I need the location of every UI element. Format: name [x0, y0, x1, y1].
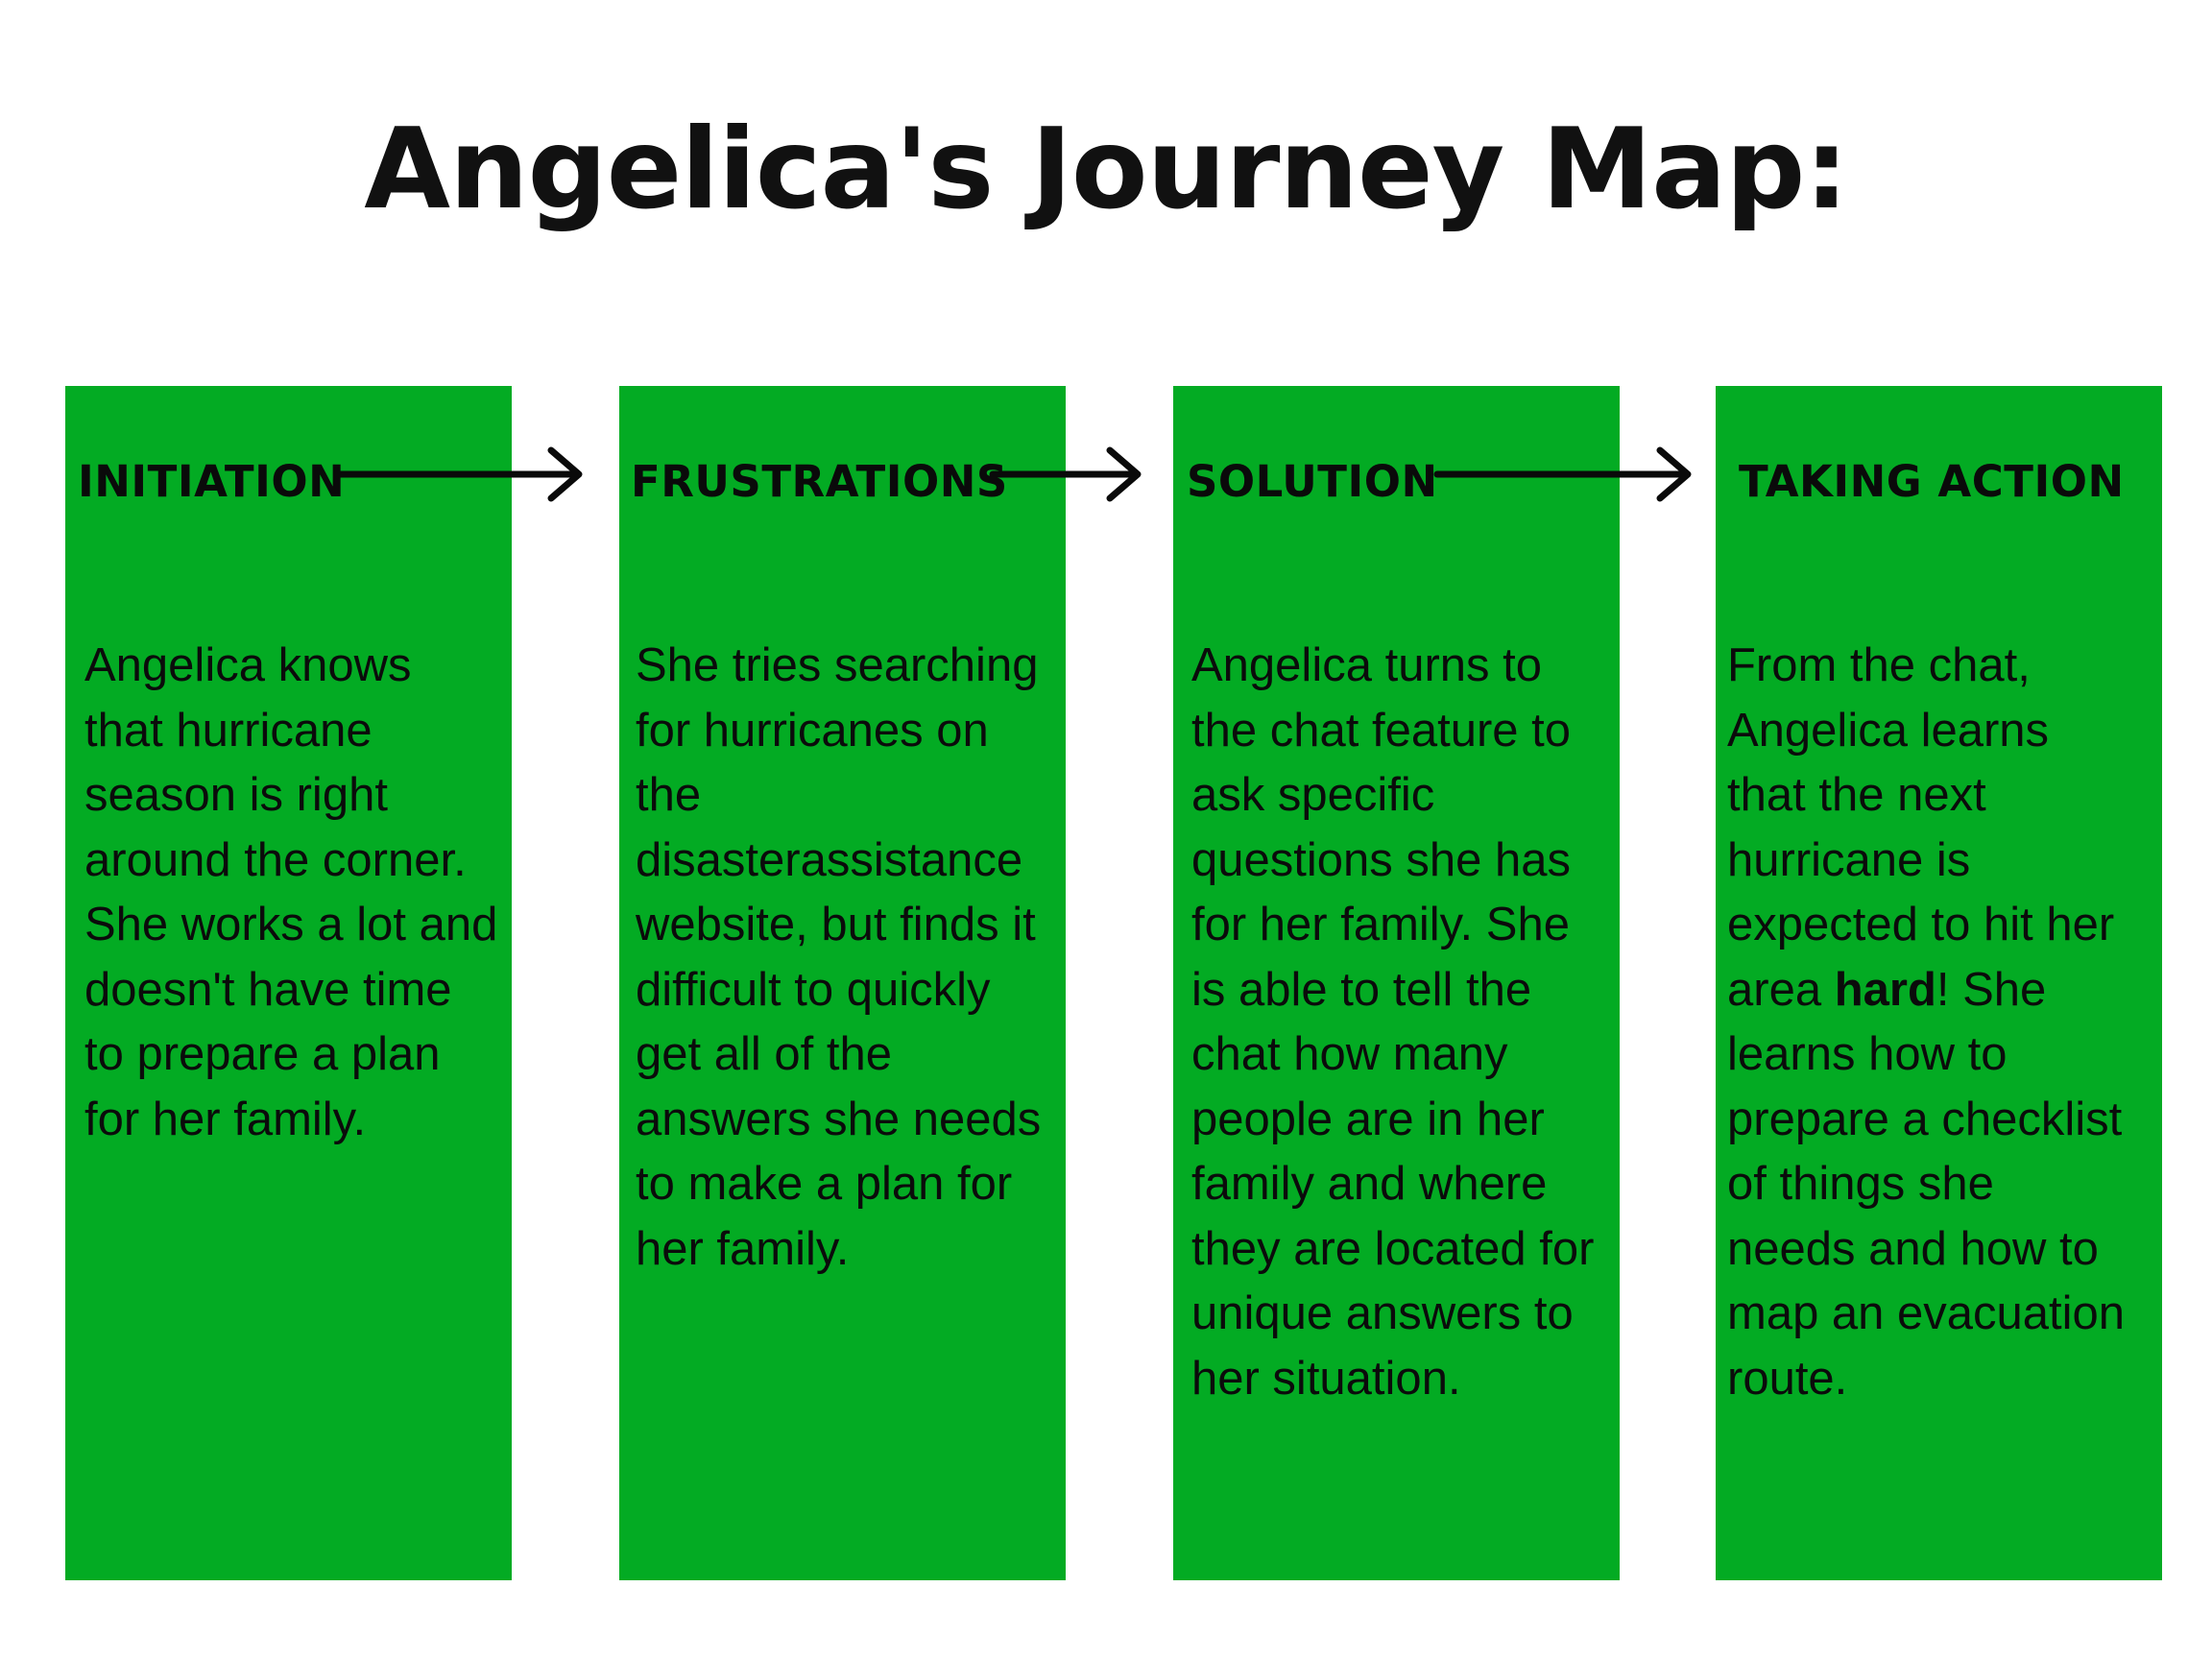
right-arrow-icon — [989, 446, 1142, 502]
stage-description-frustrations: She tries searching for hurricanes on th… — [636, 639, 1042, 1275]
stage-solution: SOLUTION Angelica turns to the chat feat… — [1173, 386, 1620, 1580]
stage-label-taking-action: TAKING ACTION — [1739, 456, 2125, 507]
stage-taking-action: TAKING ACTION From the chat, Angelica le… — [1716, 386, 2162, 1580]
stage-frustrations: FRUSTRATIONS She tries searching for hur… — [619, 386, 1066, 1580]
description-text-before: From the chat, Angelica learns that the … — [1727, 639, 2115, 1016]
stage-description-initiation: Angelica knows that hurricane season is … — [84, 639, 498, 1145]
page-title: Angelica's Journey Map: — [364, 105, 1849, 234]
right-arrow-icon — [334, 446, 583, 502]
right-arrow-icon — [1433, 446, 1692, 502]
emphasis-hard: hard — [1834, 963, 1936, 1016]
stage-label-frustrations: FRUSTRATIONS — [631, 456, 1008, 507]
stage-description-solution: Angelica turns to the chat feature to as… — [1191, 639, 1595, 1405]
stage-initiation: INITIATION Angelica knows that hurricane… — [65, 386, 512, 1580]
description-text-after: ! She learns how to prepare a checklist … — [1727, 963, 2126, 1405]
stage-label-initiation: INITIATION — [78, 456, 346, 507]
stage-description-taking-action: From the chat, Angelica learns that the … — [1727, 634, 2125, 1411]
stage-label-solution: SOLUTION — [1187, 456, 1438, 507]
